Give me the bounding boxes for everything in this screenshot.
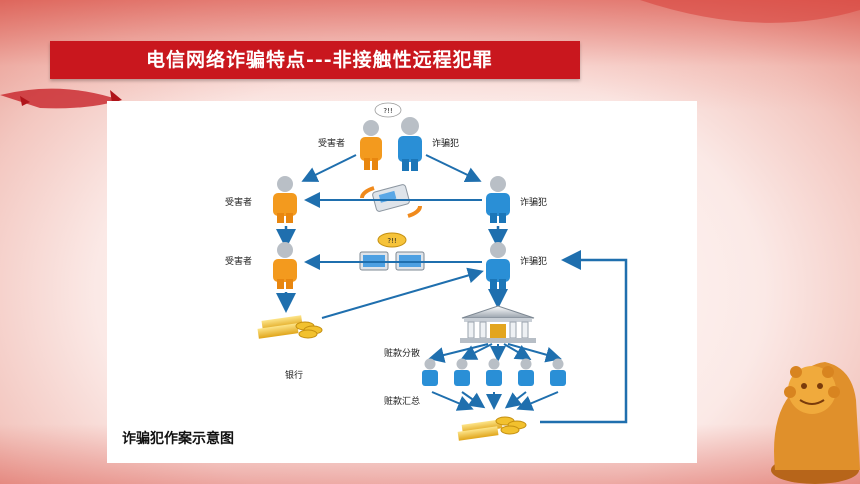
label-fraudster-top: 诈骗犯 (432, 137, 459, 149)
label-fraudster-mid: 诈骗犯 (520, 196, 547, 208)
accomplice-figures (422, 358, 566, 386)
label-fraudster-low: 诈骗犯 (520, 255, 547, 267)
label-victim-top: 受害者 (318, 137, 345, 149)
split-arrows (428, 343, 562, 363)
label-victim-mid: 受害者 (225, 196, 252, 208)
fraudster-figure-top (398, 117, 422, 171)
diagram-caption: 诈骗犯作案示意图 (122, 430, 234, 447)
lion-statue-image (771, 362, 860, 484)
label-bank: 银行 (285, 369, 303, 381)
arrow-loop-back (540, 250, 628, 424)
victim-figure-low (273, 242, 297, 289)
victim-figure-mid (273, 176, 297, 223)
bank-building-icon (460, 305, 536, 343)
title-bar: 电信网络诈骗特点---非接触性远程犯罪 (50, 41, 580, 79)
label-gather: 赃款汇总 (384, 395, 420, 407)
computer-icon: ?!! (359, 232, 425, 271)
bank-gold-icon (257, 315, 323, 339)
speech-bubble-top: ?!! (374, 102, 402, 118)
gather-arrows (431, 391, 559, 411)
fraudster-figure-low (486, 242, 510, 289)
svg-text:?!!: ?!! (387, 237, 396, 245)
label-split: 赃款分散 (384, 347, 420, 359)
victim-figure-top (360, 120, 382, 170)
fraudster-figure-mid (486, 176, 510, 223)
arrow-top-to-victim (301, 154, 357, 182)
arrow-top-to-fraudster (425, 154, 482, 183)
arrow-money-to-fraudster (321, 267, 484, 319)
svg-text:?!!: ?!! (383, 107, 392, 115)
label-victim-low: 受害者 (225, 255, 252, 267)
phone-icon (360, 184, 422, 218)
slide-title: 电信网络诈骗特点---非接触性远程犯罪 (146, 49, 493, 71)
gathered-gold-icon (457, 416, 527, 441)
